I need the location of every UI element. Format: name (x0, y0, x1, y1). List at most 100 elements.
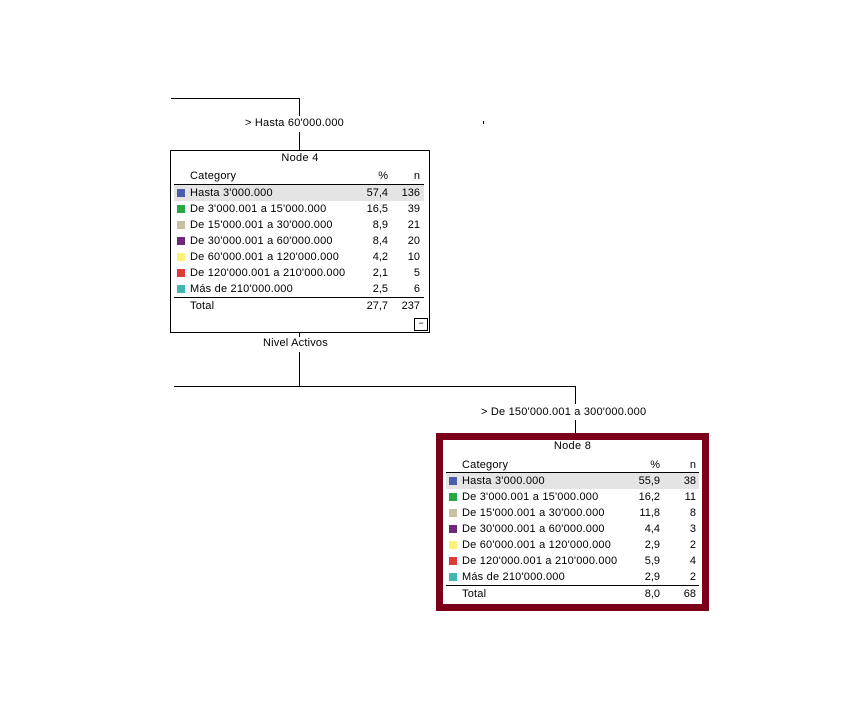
header-pct: % (378, 170, 388, 182)
header-n: n (689, 459, 696, 471)
collapse-button[interactable]: − (414, 318, 428, 331)
connector-line (171, 98, 300, 99)
category-pct: 2,1 (372, 267, 388, 279)
category-color-swatch (449, 477, 457, 485)
edge-label-node4: > Hasta 60'000.000 (245, 117, 344, 129)
category-pct: 4,2 (372, 251, 388, 263)
table-row: De 120'000.001 a 210'000.000 2,1 5 (174, 265, 424, 281)
category-color-swatch (177, 189, 185, 197)
total-pct: 27,7 (366, 300, 388, 312)
category-label: Hasta 3'000.000 (462, 475, 545, 487)
category-n: 3 (689, 523, 696, 535)
category-color-swatch (449, 493, 457, 501)
category-n: 5 (413, 267, 420, 279)
total-label: Total (190, 300, 215, 312)
table-row: De 30'000.001 a 60'000.000 4,4 3 (446, 521, 699, 537)
category-color-swatch (449, 509, 457, 517)
table-row: De 3'000.001 a 15'000.000 16,5 39 (174, 201, 424, 217)
table-row: Más de 210'000.000 2,9 2 (446, 569, 699, 585)
category-label: De 30'000.001 a 60'000.000 (190, 235, 333, 247)
connector-line (299, 132, 300, 150)
node-title: Node 8 (553, 440, 592, 452)
category-pct: 5,9 (644, 555, 660, 567)
category-pct: 2,9 (644, 571, 660, 583)
node-title: Node 4 (281, 152, 319, 164)
table-row: De 15'000.001 a 30'000.000 8,9 21 (174, 217, 424, 233)
category-n: 2 (689, 539, 696, 551)
category-color-swatch (177, 205, 185, 213)
category-n: 11 (684, 491, 696, 503)
connector-line (575, 420, 576, 434)
category-pct: 8,4 (372, 235, 388, 247)
table-row: De 30'000.001 a 60'000.000 8,4 20 (174, 233, 424, 249)
connector-line (174, 386, 576, 387)
category-pct: 2,9 (644, 539, 660, 551)
connector-line (299, 98, 300, 116)
category-label: De 120'000.001 a 210'000.000 (462, 555, 618, 567)
category-label: Más de 210'000.000 (462, 571, 565, 583)
category-n: 39 (407, 203, 420, 215)
connector-line (299, 332, 300, 337)
category-pct: 4,4 (644, 523, 660, 535)
category-color-swatch (449, 573, 457, 581)
category-n: 6 (413, 283, 420, 295)
category-label: De 3'000.001 a 15'000.000 (190, 203, 327, 215)
edge-label-node8: > De 150'000.001 a 300'000.000 (481, 406, 647, 418)
total-label: Total (462, 588, 487, 600)
category-color-swatch (449, 541, 457, 549)
category-color-swatch (177, 285, 185, 293)
category-label: Más de 210'000.000 (190, 283, 293, 295)
header-category: Category (190, 170, 237, 182)
table-row-total: Total 8,0 68 (446, 585, 699, 602)
category-n: 20 (407, 235, 420, 247)
table-row: De 60'000.001 a 120'000.000 2,9 2 (446, 537, 699, 553)
split-variable-label: Nivel Activos (263, 337, 328, 349)
category-color-swatch (449, 557, 457, 565)
table-row: De 60'000.001 a 120'000.000 4,2 10 (174, 249, 424, 265)
table-header: Category % n (446, 458, 699, 473)
total-n: 237 (401, 300, 420, 312)
table-row: Hasta 3'000.000 57,4 136 (174, 185, 424, 201)
table-row-total: Total 27,7 237 (174, 297, 424, 314)
category-label: De 60'000.001 a 120'000.000 (190, 251, 340, 263)
category-pct: 55,9 (638, 475, 660, 487)
category-label: De 15'000.001 a 30'000.000 (190, 219, 333, 231)
header-pct: % (650, 459, 660, 471)
category-n: 10 (407, 251, 420, 263)
tree-node-8[interactable]: Node 8 Category % n Hasta 3'000.000 55,9 3… (436, 433, 709, 611)
category-n: 136 (401, 187, 420, 199)
table-row: De 15'000.001 a 30'000.000 11,8 8 (446, 505, 699, 521)
total-pct: 8,0 (644, 588, 660, 600)
header-category: Category (462, 459, 509, 471)
category-pct: 16,5 (366, 203, 388, 215)
category-label: De 60'000.001 a 120'000.000 (462, 539, 612, 551)
category-label: De 120'000.001 a 210'000.000 (190, 267, 346, 279)
table-row: De 3'000.001 a 15'000.000 16,2 11 (446, 489, 699, 505)
category-pct: 57,4 (366, 187, 388, 199)
category-color-swatch (177, 237, 185, 245)
total-n: 68 (683, 588, 696, 600)
table-row: Hasta 3'000.000 55,9 38 (446, 473, 699, 489)
category-pct: 11,8 (639, 507, 660, 519)
category-n: 2 (689, 571, 696, 583)
table-header: Category % n (174, 169, 424, 185)
category-label: De 15'000.001 a 30'000.000 (462, 507, 605, 519)
header-n: n (413, 170, 420, 182)
category-pct: 16,2 (638, 491, 660, 503)
category-label: De 3'000.001 a 15'000.000 (462, 491, 599, 503)
category-label: De 30'000.001 a 60'000.000 (462, 523, 605, 535)
stray-tick-mark (483, 121, 484, 124)
category-n: 8 (689, 507, 696, 519)
category-color-swatch (177, 221, 185, 229)
table-row: Más de 210'000.000 2,5 6 (174, 281, 424, 297)
category-pct: 8,9 (372, 219, 388, 231)
connector-line (575, 386, 576, 404)
category-n: 38 (683, 475, 696, 487)
category-n: 21 (407, 219, 420, 231)
category-color-swatch (177, 269, 185, 277)
category-pct: 2,5 (372, 283, 388, 295)
tree-node-4[interactable]: Node 4 Category % n Hasta 3'000.000 57,4 1… (170, 150, 430, 333)
category-label: Hasta 3'000.000 (190, 187, 273, 199)
category-color-swatch (177, 253, 185, 261)
